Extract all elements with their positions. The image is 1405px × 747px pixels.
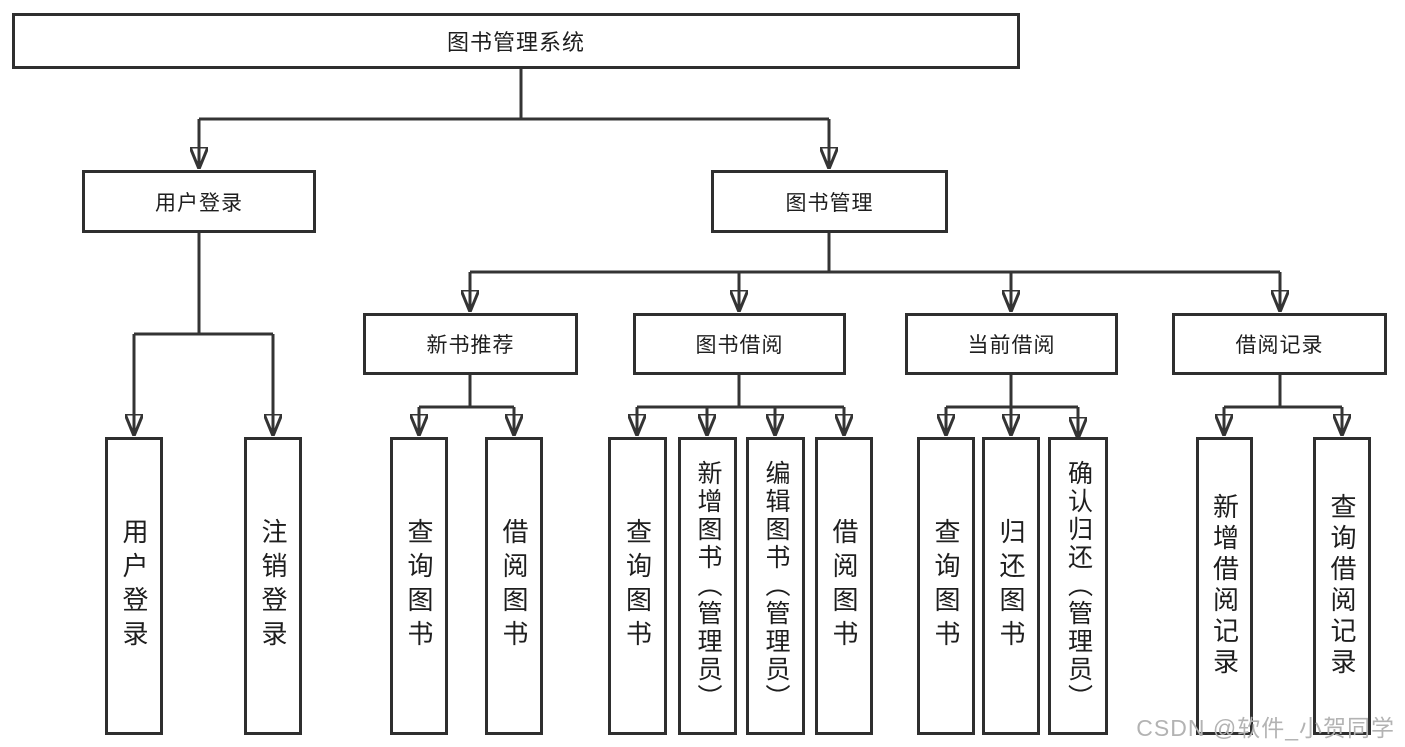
node-label: 新增图书（管理员）	[694, 460, 722, 712]
leaf-bb-add-books-admin: 新增图书（管理员）	[678, 437, 737, 735]
node-label: 借阅图书	[499, 518, 529, 654]
node-label: 借阅图书	[829, 518, 859, 654]
node-label: 新增借阅记录	[1209, 493, 1240, 679]
leaf-br-add-record: 新增借阅记录	[1196, 437, 1253, 735]
leaf-cb-query-books: 查询图书	[917, 437, 975, 735]
node-label: 查询借阅记录	[1327, 493, 1357, 679]
leaf-bb-edit-books-admin: 编辑图书（管理员）	[746, 437, 805, 735]
node-borrowing-records: 借阅记录	[1172, 313, 1387, 375]
node-book-management: 图书管理	[711, 170, 948, 233]
leaf-bb-borrow-books: 借阅图书	[815, 437, 873, 735]
node-new-book-recommend: 新书推荐	[363, 313, 578, 375]
node-label: 查询图书	[404, 518, 434, 654]
leaf-nbr-borrow-books: 借阅图书	[485, 437, 543, 735]
node-label: 新书推荐	[426, 334, 515, 357]
node-label: 注销登录	[258, 518, 288, 654]
node-label: 查询图书	[622, 518, 653, 654]
node-label: 编辑图书（管理员）	[762, 460, 790, 712]
node-label: 借阅记录	[1235, 334, 1324, 357]
node-user-login: 用户登录	[82, 170, 316, 233]
node-label: 当前借阅	[967, 334, 1056, 357]
leaf-cb-confirm-return-admin: 确认归还（管理员）	[1048, 437, 1108, 735]
node-label: 图书借阅	[695, 334, 784, 357]
leaf-bb-query-books: 查询图书	[608, 437, 667, 735]
node-label: 图书管理	[785, 191, 874, 215]
leaf-cb-return-books: 归还图书	[982, 437, 1040, 735]
leaf-logout-login: 注销登录	[244, 437, 302, 735]
node-label: 确认归还（管理员）	[1064, 460, 1093, 712]
leaf-br-query-record: 查询借阅记录	[1313, 437, 1371, 735]
watermark-text: CSDN @软件_小贺同学	[1136, 715, 1395, 741]
node-label: 用户登录	[119, 518, 149, 654]
leaf-nbr-query-books: 查询图书	[390, 437, 448, 735]
node-label: 归还图书	[996, 518, 1026, 654]
leaf-user-login: 用户登录	[105, 437, 163, 735]
node-label: 查询图书	[931, 518, 961, 654]
node-label: 用户登录	[155, 191, 243, 215]
node-book-borrowing: 图书借阅	[633, 313, 846, 375]
node-root: 图书管理系统	[12, 13, 1020, 69]
node-current-borrowing: 当前借阅	[905, 313, 1118, 375]
node-label: 图书管理系统	[446, 30, 585, 55]
